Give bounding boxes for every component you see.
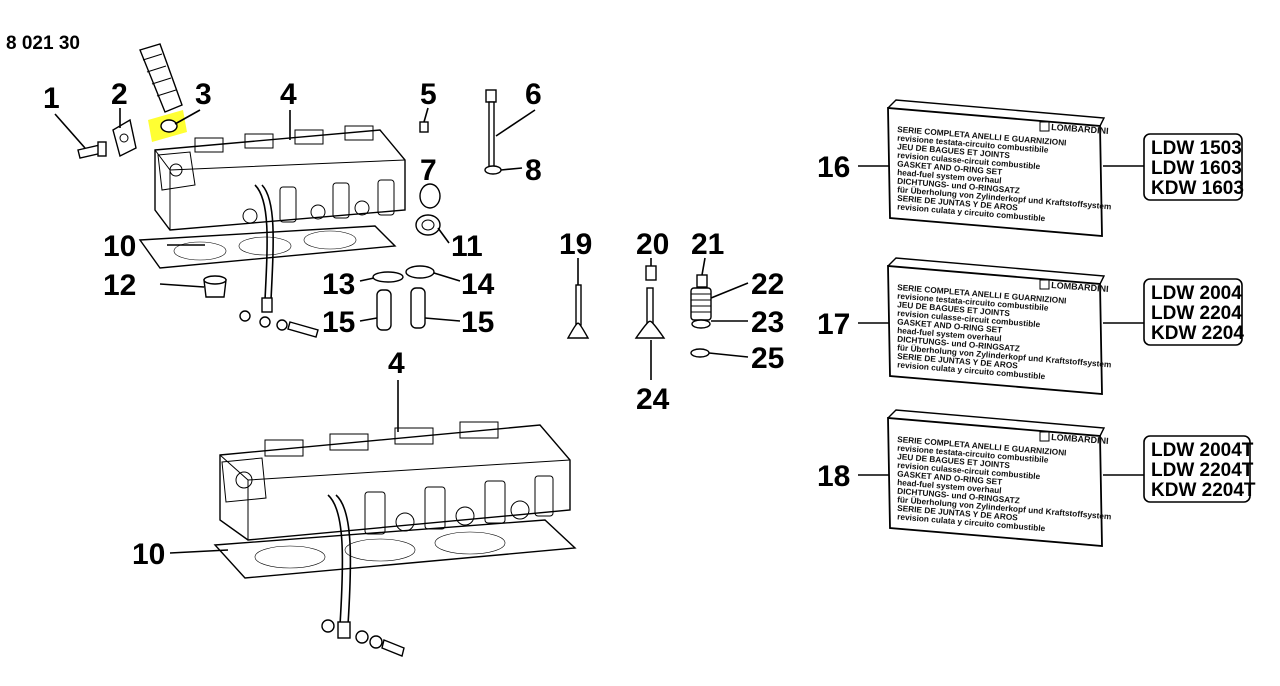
callout-7: 7 bbox=[420, 154, 437, 187]
model-list-box-1 bbox=[1143, 133, 1243, 201]
stud-bolt-6 bbox=[485, 89, 497, 169]
callout-10: 10 bbox=[103, 230, 136, 263]
keeper-20 bbox=[645, 265, 657, 281]
callout-15-left: 15 bbox=[322, 306, 355, 339]
engine-model: LDW 2204 bbox=[1151, 303, 1242, 324]
engine-model: LDW 1603 bbox=[1151, 158, 1242, 179]
callout-22: 22 bbox=[751, 268, 784, 301]
callout-20: 20 bbox=[636, 228, 669, 261]
model-list-box-3 bbox=[1143, 435, 1251, 503]
callout-21: 21 bbox=[691, 228, 724, 261]
callout-14: 14 bbox=[461, 268, 495, 301]
callout-15-right: 15 bbox=[461, 306, 494, 339]
engine-model: KDW 1603 bbox=[1151, 178, 1244, 199]
copper-washer-3 bbox=[160, 119, 178, 133]
lombardini-logo-icon bbox=[1039, 279, 1050, 290]
callout-10-lower: 10 bbox=[132, 538, 165, 571]
cylinder-head-lower bbox=[213, 421, 577, 657]
callout-17: 17 bbox=[817, 308, 850, 341]
callout-5: 5 bbox=[420, 78, 437, 111]
ring-14 bbox=[405, 265, 435, 279]
cup-12 bbox=[203, 275, 227, 298]
callout-8: 8 bbox=[525, 154, 542, 187]
catalog-code: 8 021 30 bbox=[6, 33, 80, 54]
cap-7 bbox=[419, 183, 441, 209]
injector-assembly bbox=[139, 43, 183, 113]
kit-brand-name: LOMBARDINI bbox=[1051, 122, 1109, 136]
screw-1 bbox=[77, 141, 107, 159]
engine-model: LDW 2004T bbox=[1151, 440, 1254, 461]
callout-2: 2 bbox=[111, 78, 128, 111]
callout-23: 23 bbox=[751, 306, 784, 339]
callout-19: 19 bbox=[559, 228, 592, 261]
washer-8 bbox=[484, 165, 502, 175]
engine-model: LDW 2004 bbox=[1151, 283, 1242, 304]
leader-lines bbox=[54, 107, 1144, 554]
bracket-2 bbox=[112, 118, 137, 158]
ring-13 bbox=[372, 271, 404, 283]
callout-4-lower: 4 bbox=[388, 347, 405, 380]
lombardini-logo-icon bbox=[1039, 121, 1050, 132]
lombardini-logo-icon bbox=[1039, 431, 1050, 442]
valve-19 bbox=[566, 284, 590, 339]
callout-1: 1 bbox=[43, 82, 60, 115]
kit-brand-name: LOMBARDINI bbox=[1051, 280, 1109, 294]
valve-24 bbox=[634, 287, 666, 339]
kit-package-2 bbox=[887, 265, 1103, 395]
callout-3: 3 bbox=[195, 78, 212, 111]
callout-6: 6 bbox=[525, 78, 542, 111]
model-list-box-2 bbox=[1143, 278, 1243, 346]
plug-5 bbox=[419, 121, 429, 133]
engine-model: KDW 2204 bbox=[1151, 323, 1244, 344]
engine-model: LDW 2204T bbox=[1151, 460, 1254, 481]
callout-25: 25 bbox=[751, 342, 784, 375]
engine-model: KDW 2204T bbox=[1151, 480, 1256, 501]
callout-16: 16 bbox=[817, 151, 850, 184]
engine-model: LDW 1503 bbox=[1151, 138, 1242, 159]
seal-11 bbox=[415, 214, 441, 236]
kit-brand-name: LOMBARDINI bbox=[1051, 432, 1109, 446]
callout-4: 4 bbox=[280, 78, 297, 111]
callout-12: 12 bbox=[103, 269, 136, 302]
callout-24: 24 bbox=[636, 383, 670, 416]
kit-package-3 bbox=[887, 417, 1103, 547]
callout-18: 18 bbox=[817, 460, 850, 493]
callout-13: 13 bbox=[322, 268, 355, 301]
callout-11: 11 bbox=[451, 230, 483, 263]
valve-spring-parts bbox=[690, 274, 712, 358]
cylinder-head-upper bbox=[138, 125, 406, 338]
kit-package-1 bbox=[887, 107, 1103, 237]
valve-guides-15 bbox=[376, 287, 426, 331]
callout-numbers: 1 2 3 4 5 6 7 8 10 11 12 13 14 15 15 19 … bbox=[43, 78, 850, 571]
